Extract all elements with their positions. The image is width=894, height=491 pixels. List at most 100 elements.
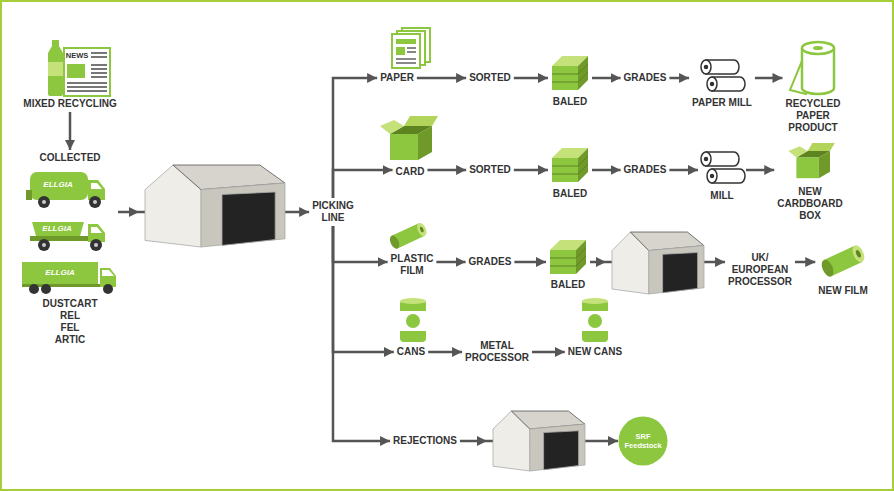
dustcart-truck-part	[26, 190, 32, 200]
step-label: GRADES	[469, 256, 512, 268]
bale-icon-part	[552, 66, 578, 90]
flow-step: REJECTIONS	[390, 433, 460, 449]
film-roll-icon	[388, 221, 428, 250]
arrow-head	[129, 207, 139, 217]
box-icon-part	[808, 143, 835, 151]
box-icon-part	[788, 146, 807, 157]
film-roll-icon-part	[419, 226, 424, 233]
step-label: METAL PROCESSOR	[465, 340, 529, 364]
flow-arrow	[669, 169, 698, 172]
artic-truck	[22, 262, 116, 294]
flow-step: GRADES	[621, 162, 670, 178]
step-label: PAPER MILL	[692, 97, 752, 109]
newspaper-icon-part-part	[91, 76, 107, 78]
step-label: UK/ EUROPEAN PROCESSOR	[728, 252, 792, 288]
step-label: DUSTCART REL FEL ARTIC	[43, 298, 98, 346]
bale-icon-part	[552, 64, 588, 82]
step-label: SRF Feedstock	[624, 432, 661, 450]
skip-truck-part	[94, 243, 98, 247]
step-label: CARD	[396, 166, 425, 178]
bale-icon	[550, 240, 586, 274]
paper-icon	[392, 28, 430, 68]
artic-truck-part	[103, 284, 113, 294]
step-label: CANS	[397, 346, 425, 358]
skip-truck-part	[38, 239, 50, 251]
flow-step: BALED	[548, 54, 592, 110]
step-label: BALED	[549, 279, 587, 291]
step-label: MIXED RECYCLING	[23, 98, 116, 110]
arrow-head	[596, 257, 606, 267]
skip-truck-part	[91, 227, 102, 233]
warehouse-building-part	[649, 246, 704, 294]
flow-step: PLASTIC FILM	[388, 219, 437, 279]
step-label: NEW CARDBOARD BOX	[777, 186, 843, 222]
paper-icon-part-part	[396, 58, 416, 60]
skip-truck-part	[30, 236, 90, 241]
can-icon-part	[400, 300, 426, 342]
warehouse-building	[145, 165, 285, 247]
can-icon-part	[582, 298, 608, 304]
flow-arrow	[592, 77, 621, 80]
mill-icon-part	[701, 60, 711, 74]
can-icon	[582, 298, 608, 342]
step-label: RECYCLED PAPER PRODUCT	[785, 98, 840, 134]
flow-arrow	[333, 226, 394, 352]
flow-arrow	[428, 351, 462, 354]
newspaper-icon-part	[67, 64, 85, 78]
step-label: MILL	[701, 190, 743, 202]
flow-step: PAPER	[377, 26, 417, 86]
flow-arrow	[436, 261, 465, 264]
paper-icon-part-part	[407, 51, 416, 53]
dustcart-truck	[26, 172, 105, 208]
output-circle: SRF Feedstock	[618, 416, 668, 466]
flow-arrow	[417, 77, 466, 80]
mill-icon-part	[701, 152, 711, 166]
paper-icon-part-part	[407, 47, 416, 49]
artic-truck-part	[29, 284, 39, 294]
flow-arrow	[333, 226, 390, 441]
flow-arrow	[514, 261, 546, 264]
mill-icon-part	[707, 77, 717, 91]
newspaper-icon-part-part	[67, 82, 107, 84]
flow-step: MIXED RECYCLING	[20, 38, 119, 112]
arrow-head	[477, 436, 487, 446]
bale-icon-part	[552, 158, 578, 182]
flow-arrow	[333, 226, 388, 262]
can-icon-part	[406, 314, 420, 328]
brand-mark: ELLGIA	[43, 181, 72, 189]
flow-arrow	[532, 351, 565, 354]
flow-arrow	[592, 169, 621, 172]
step-label: NEW FILM	[818, 285, 867, 297]
mill-icon-part	[705, 66, 708, 69]
newspaper-icon-part-part	[91, 68, 107, 70]
flow-step: PICKING LINE	[309, 198, 357, 226]
step-label: BALED	[551, 188, 589, 200]
flow-arrow	[427, 169, 466, 172]
step-label: GRADES	[624, 72, 667, 84]
mill-icon	[701, 60, 745, 91]
can-icon-part	[400, 311, 426, 331]
dustcart-truck-part	[89, 196, 101, 208]
can-icon	[400, 298, 426, 342]
flow-step: RECYCLED PAPER PRODUCT	[782, 38, 843, 136]
box-icon-part	[819, 151, 830, 178]
bale-icon	[552, 148, 588, 182]
paper-icon-part	[396, 39, 416, 44]
can-icon-part	[588, 314, 602, 328]
skip-truck-part	[42, 243, 46, 247]
warehouse-building-part	[544, 431, 579, 470]
artic-truck-part	[41, 284, 51, 294]
flow-step: UK/ EUROPEAN PROCESSOR	[725, 250, 795, 290]
paper-icon-part-part	[396, 62, 416, 64]
step-label: SORTED	[469, 72, 511, 84]
flow-step: NEW FILM	[815, 241, 870, 299]
paper-roll-icon	[790, 42, 834, 94]
flow-step: GRADES	[621, 70, 670, 86]
flow-arrow	[514, 169, 548, 172]
flow-arrow	[746, 169, 774, 172]
newspaper-icon-part-part	[67, 90, 107, 92]
flow-step: COLLECTEDDUSTCART REL FEL ARTIC	[22, 150, 118, 348]
flow-step: CANS	[394, 296, 428, 360]
